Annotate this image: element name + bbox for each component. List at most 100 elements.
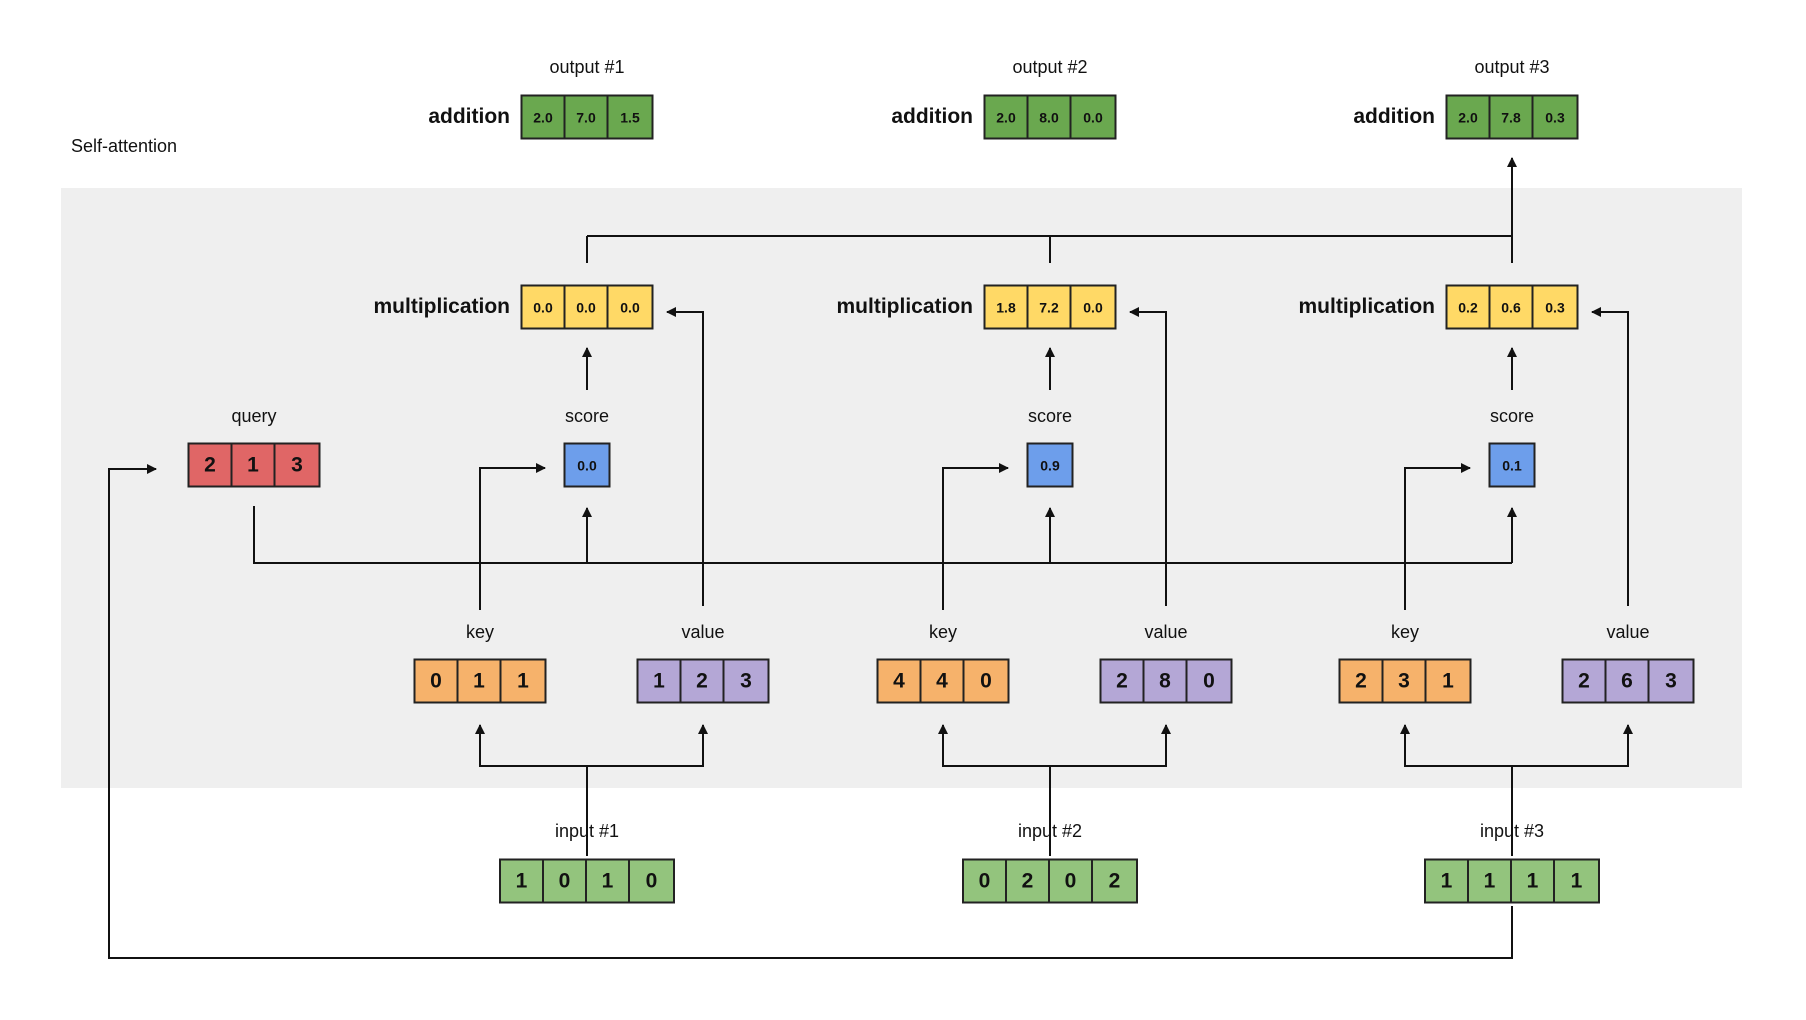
input-vector-3-cell-4: 1 bbox=[1555, 860, 1598, 902]
value-label-2: value bbox=[1144, 622, 1188, 642]
output-vector-2-cell-2: 8.0 bbox=[1028, 96, 1072, 138]
multiplication-vector-2-cell-1: 1.8 bbox=[985, 286, 1029, 328]
input-vector-1-cell-1: 1 bbox=[501, 860, 544, 902]
score-label-1: score bbox=[564, 406, 610, 426]
value-vector-3-cell-3: 3 bbox=[1649, 660, 1693, 702]
output-vector-2-cell-3: 0.0 bbox=[1071, 96, 1115, 138]
value-to-multiplication-arrow-2 bbox=[1129, 307, 1167, 606]
value-vector-3-cell-1: 2 bbox=[1563, 660, 1607, 702]
input-to-value-arrow-3 bbox=[1512, 724, 1633, 767]
key-vector-3-cell-3: 1 bbox=[1426, 660, 1470, 702]
output-vector-1-cell-1: 2.0 bbox=[522, 96, 566, 138]
query-vector-cell-1: 2 bbox=[189, 444, 233, 486]
input-vector-3-cell-3: 1 bbox=[1512, 860, 1555, 902]
key-label-2: key bbox=[928, 622, 958, 642]
input-vector-1-cell-4: 0 bbox=[630, 860, 673, 902]
output-vector-3-cell-2: 7.8 bbox=[1490, 96, 1534, 138]
value-label-1: value bbox=[681, 622, 725, 642]
output-label-3: output #3 bbox=[1474, 57, 1550, 77]
input-vector-1-cell-3: 1 bbox=[587, 860, 630, 902]
input-vector-3-cell-1: 1 bbox=[1426, 860, 1469, 902]
addition-label-1: addition bbox=[428, 105, 510, 128]
score-box-1: 0.0 bbox=[563, 442, 611, 488]
output-vector-2-cell-1: 2.0 bbox=[985, 96, 1029, 138]
value-vector-3-cell-2: 6 bbox=[1606, 660, 1650, 702]
input-label-3: input #3 bbox=[1479, 821, 1545, 841]
score-box-3: 0.1 bbox=[1488, 442, 1536, 488]
addition-label-2: addition bbox=[891, 105, 973, 128]
value-vector-2-cell-1: 2 bbox=[1101, 660, 1145, 702]
score-box-1-cell-1: 0.0 bbox=[565, 444, 609, 486]
key-vector-2-cell-2: 4 bbox=[921, 660, 965, 702]
value-vector-2-cell-2: 8 bbox=[1144, 660, 1188, 702]
output-label-2: output #2 bbox=[1012, 57, 1088, 77]
score-box-2-cell-1: 0.9 bbox=[1028, 444, 1072, 486]
input-label-2: input #2 bbox=[1017, 821, 1083, 841]
key-vector-3-cell-2: 3 bbox=[1383, 660, 1427, 702]
input-to-value-arrow-2 bbox=[1050, 724, 1171, 767]
value-vector-1-cell-3: 3 bbox=[724, 660, 768, 702]
output-vector-3-cell-1: 2.0 bbox=[1447, 96, 1491, 138]
input-label-1: input #1 bbox=[554, 821, 620, 841]
input-to-query-arrow bbox=[108, 464, 1513, 959]
key-label-1: key bbox=[465, 622, 495, 642]
value-vector-2-cell-3: 0 bbox=[1187, 660, 1231, 702]
output-vector-3-cell-3: 0.3 bbox=[1533, 96, 1577, 138]
input-to-key-arrow-3 bbox=[1400, 724, 1513, 856]
query-bus-line bbox=[253, 506, 1512, 564]
multiplication-vector-3-cell-2: 0.6 bbox=[1490, 286, 1534, 328]
multiplication-vector-1-cell-2: 0.0 bbox=[565, 286, 609, 328]
multiplication-label-1: multiplication bbox=[373, 295, 511, 318]
key-vector-1-cell-2: 1 bbox=[458, 660, 502, 702]
input-to-key-arrow-1 bbox=[475, 724, 588, 856]
key-vector-1-cell-3: 1 bbox=[501, 660, 545, 702]
multiplication-vector-1-cell-1: 0.0 bbox=[522, 286, 566, 328]
input-vector-3-cell-2: 1 bbox=[1469, 860, 1512, 902]
key-to-score-arrow-1 bbox=[479, 463, 546, 610]
output-vector-1-cell-2: 7.0 bbox=[565, 96, 609, 138]
value-label-3: value bbox=[1606, 622, 1650, 642]
output-label-1: output #1 bbox=[549, 57, 625, 77]
multiplication-vector-3-cell-3: 0.3 bbox=[1533, 286, 1577, 328]
multiplication-label-3: multiplication bbox=[1298, 295, 1436, 318]
multiplication-vector-2-cell-3: 0.0 bbox=[1071, 286, 1115, 328]
score-box-3-cell-1: 0.1 bbox=[1490, 444, 1534, 486]
value-vector-1-cell-1: 1 bbox=[638, 660, 682, 702]
key-vector-1-cell-1: 0 bbox=[415, 660, 459, 702]
input-vector-2-cell-2: 2 bbox=[1007, 860, 1050, 902]
key-vector-2-cell-3: 0 bbox=[964, 660, 1008, 702]
input-vector-1-cell-2: 0 bbox=[544, 860, 587, 902]
value-to-multiplication-arrow-1 bbox=[666, 307, 704, 606]
input-to-key-arrow-2 bbox=[938, 724, 1051, 856]
query-vector-cell-2: 1 bbox=[232, 444, 276, 486]
query-vector-cell-3: 3 bbox=[275, 444, 319, 486]
score-label-3: score bbox=[1489, 406, 1535, 426]
input-to-value-arrow-1 bbox=[587, 724, 708, 767]
output-vector-1-cell-3: 1.5 bbox=[608, 96, 652, 138]
input-vector-2-cell-1: 0 bbox=[964, 860, 1007, 902]
key-to-score-arrow-2 bbox=[942, 463, 1009, 610]
multiplication-vector-3-cell-1: 0.2 bbox=[1447, 286, 1491, 328]
score-box-2: 0.9 bbox=[1026, 442, 1074, 488]
input-vector-2-cell-4: 2 bbox=[1093, 860, 1136, 902]
multiplication-label-2: multiplication bbox=[836, 295, 974, 318]
query-label: query bbox=[231, 406, 277, 426]
value-to-multiplication-arrow-3 bbox=[1591, 307, 1629, 606]
diagram-title: Self-attention bbox=[71, 136, 178, 156]
